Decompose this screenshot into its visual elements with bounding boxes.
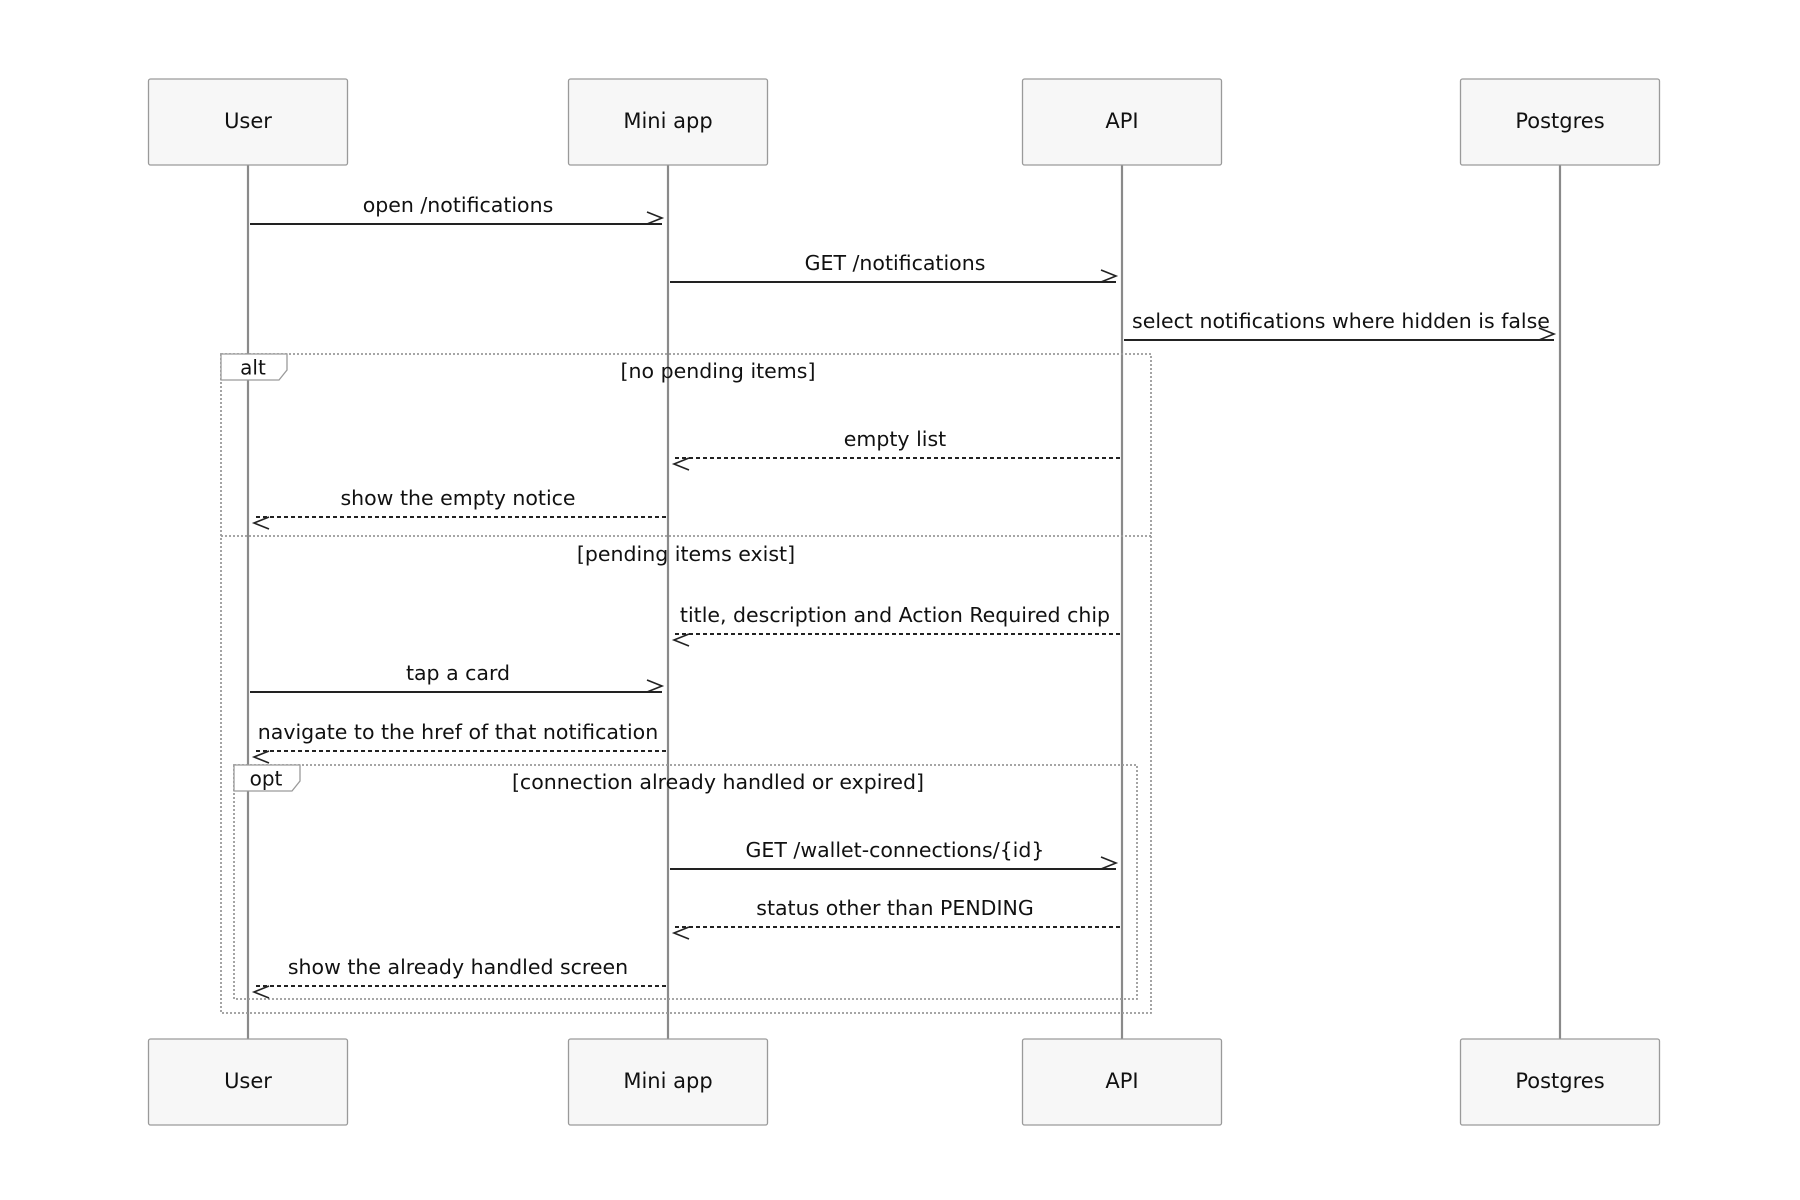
arrowhead-icon — [671, 457, 690, 471]
alt-condition-label: [no pending items] — [621, 359, 816, 383]
arrowhead-icon — [1100, 269, 1119, 283]
arrowhead-icon — [671, 633, 690, 647]
participant-label: API — [1105, 1069, 1138, 1093]
alt-tag-label: alt — [240, 356, 266, 380]
message-arrow: title, description and Action Required c… — [671, 603, 1120, 647]
alt-tag — [220, 353, 288, 381]
participant-miniapp-bottom: Mini app — [567, 1038, 769, 1126]
participant-box — [1459, 78, 1661, 166]
message-label: GET /wallet-connections/{id} — [746, 838, 1045, 862]
participant-box — [1459, 1038, 1661, 1126]
participant-postgres-top: Postgres — [1459, 78, 1661, 166]
participant-label: Mini app — [623, 109, 712, 133]
participant-box — [147, 78, 349, 166]
participant-box — [1021, 78, 1223, 166]
opt-condition-label: [connection already handled or expired] — [512, 770, 924, 794]
message-arrow: navigate to the href of that notificatio… — [251, 720, 666, 764]
message-label: tap a card — [406, 661, 510, 685]
message-arrow: empty list — [671, 427, 1120, 471]
message-label: select notifications where hidden is fal… — [1132, 309, 1550, 333]
message-label: show the already handled screen — [288, 955, 628, 979]
participant-box — [147, 1038, 349, 1126]
message-arrow: open /notifications — [250, 193, 665, 225]
arrowhead-icon — [251, 750, 270, 764]
participant-label: Postgres — [1515, 1069, 1604, 1093]
message-arrow: status other than PENDING — [671, 896, 1120, 940]
participant-box — [1021, 1038, 1223, 1126]
message-arrow: tap a card — [250, 661, 665, 693]
message-arrow: show the already handled screen — [251, 955, 666, 999]
message-arrow: GET /notifications — [670, 251, 1119, 283]
participant-label: Mini app — [623, 1069, 712, 1093]
participant-postgres-bottom: Postgres — [1459, 1038, 1661, 1126]
opt-fragment: opt [connection already handled or expire… — [233, 764, 1138, 1000]
message-label: open /notifications — [363, 193, 554, 217]
opt-tag-label: opt — [250, 767, 283, 791]
participant-label: Postgres — [1515, 109, 1604, 133]
message-label: status other than PENDING — [756, 896, 1033, 920]
participant-user-bottom: User — [147, 1038, 349, 1126]
participant-user-top: User — [147, 78, 349, 166]
arrowhead-icon — [671, 926, 690, 940]
arrowhead-icon — [1538, 327, 1557, 341]
message-label: GET /notifications — [805, 251, 986, 275]
message-arrow: show the empty notice — [251, 486, 666, 530]
participant-label: API — [1105, 109, 1138, 133]
arrowhead-icon — [251, 985, 270, 999]
participant-box — [567, 78, 769, 166]
message-arrow: GET /wallet-connections/{id} — [670, 838, 1119, 870]
participant-label: User — [224, 1069, 272, 1093]
participant-miniapp-top: Mini app — [567, 78, 769, 166]
message-label: navigate to the href of that notificatio… — [258, 720, 658, 744]
participant-box — [567, 1038, 769, 1126]
opt-tag — [233, 764, 301, 792]
participant-label: User — [224, 109, 272, 133]
alt-frame — [220, 353, 1152, 1014]
arrowhead-icon — [1100, 856, 1119, 870]
alt-else-condition-label: [pending items exist] — [577, 542, 795, 566]
message-arrow: select notifications where hidden is fal… — [1124, 309, 1557, 341]
arrowhead-icon — [646, 211, 665, 225]
alt-fragment: alt [no pending items] [pending items exis… — [220, 353, 1152, 1014]
message-label: title, description and Action Required c… — [680, 603, 1110, 627]
arrowhead-icon — [646, 679, 665, 693]
message-label: show the empty notice — [340, 486, 575, 510]
opt-frame — [233, 764, 1138, 1000]
message-label: empty list — [844, 427, 946, 451]
arrowhead-icon — [251, 516, 270, 530]
participant-api-top: API — [1021, 78, 1223, 166]
participant-api-bottom: API — [1021, 1038, 1223, 1126]
